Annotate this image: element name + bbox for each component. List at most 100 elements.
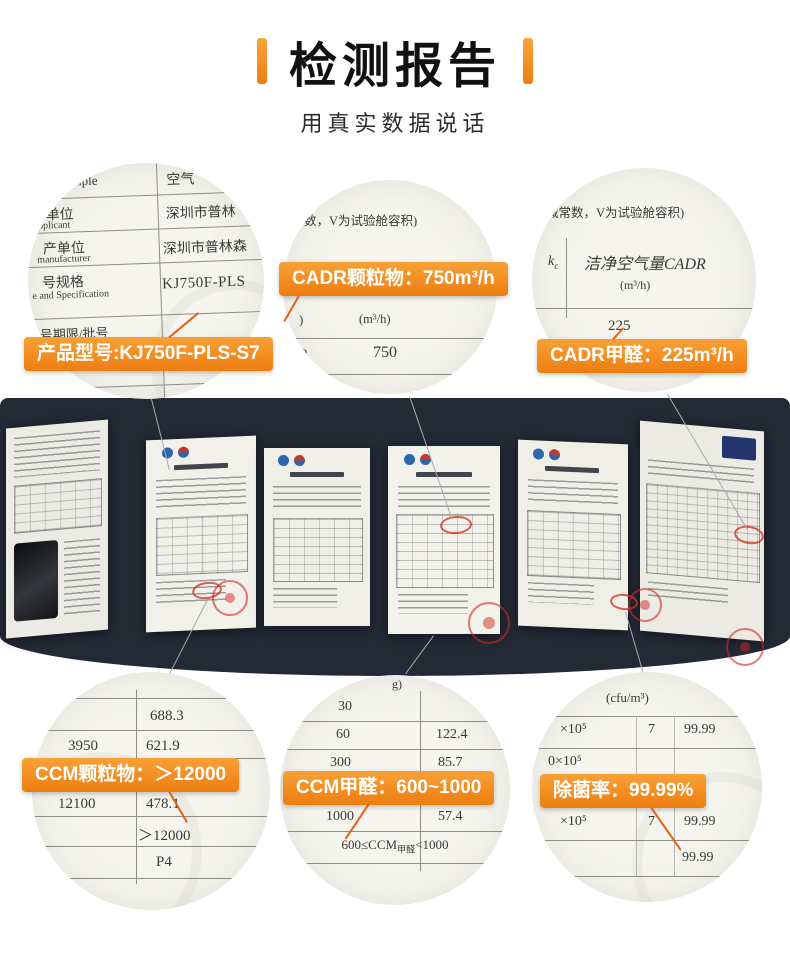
callout-ccm-particle: CCM颗粒物：＞12000 [22,758,240,792]
table-line [32,730,270,731]
report-title-line [174,462,228,471]
watermark-swirl [32,752,202,910]
text-lines [156,476,246,510]
doc-partial-text: ) [299,312,304,327]
steril-cell: 99.99 [684,722,716,737]
doc-field-label: Sample [58,172,98,189]
table-grid [156,513,248,576]
formula-pre: 600≤CCM [341,837,398,852]
report-header-tag [722,435,756,461]
cnas-badge-icon [533,448,544,460]
doc-field-value: 空气 [166,172,195,189]
cadr-formaldehyde-value: 225 [608,318,631,334]
ccm-cell: 621.9 [146,738,180,754]
certification-badges [404,454,431,465]
doc-field-value: 深圳市普林森 [162,239,248,258]
title-accent-bar-right [523,38,533,84]
cnas-badge-icon [404,454,415,465]
doc-unit: (cfu/m³) [606,690,649,705]
table-line [532,308,756,309]
ccm-grade: P4 [156,854,172,870]
kc-sub: c [554,260,559,271]
callout-ccm-formaldehyde: CCM甲醛：600~1000 [283,771,495,805]
text-lines [14,430,100,478]
table-line [532,748,762,749]
ccm-cell: 57.4 [438,809,463,824]
page-subtitle: 用真实数据说话 [300,111,490,136]
steril-cell: ×10⁵ [560,814,587,829]
certification-badges [533,448,560,461]
doc-unit: (m³/h) [359,312,391,326]
table-line [28,190,261,201]
table-line [32,698,270,699]
steril-cell: 0×10⁵ [548,754,582,769]
callout-sterilization: 除菌率：99.99% [540,774,707,808]
ccm-cell: 478.1 [146,796,180,812]
steril-cell: 7 [648,722,655,737]
report-panorama [0,398,790,676]
ccm-formaldehyde-formula: 600≤CCM甲醛<1000 [310,837,480,856]
ccm-cell: 688.3 [150,708,184,724]
callout-cadr-particle: CADR颗粒物：750m³/h [279,262,508,296]
air-purifier-photo [14,539,58,622]
kc-symbol: kc [548,254,558,271]
text-lines [528,582,594,605]
doc-note: 减常数，V为试验舱容积) [283,214,418,228]
table-line [532,840,762,841]
table-line [283,338,497,339]
doc-field-sublabel: pplicant [37,219,71,232]
red-seal-stamp-icon [468,602,510,644]
formula-sub: 甲醛 [397,844,416,855]
doc-note: 减常数，V为试验舱容积) [546,206,685,220]
cadr-particle-value: 750 [373,344,397,361]
report-page-4 [388,446,500,634]
formula-post: <1000 [415,837,449,852]
text-lines [273,588,337,608]
ccm-particle-value: ＞12000 [138,828,191,844]
ccm-cell: 85.7 [438,755,463,770]
text-lines [64,538,100,616]
ccm-cell: 30 [338,699,352,714]
table-line [280,749,510,750]
ccm-cell: 3950 [68,738,98,754]
cma-badge-icon [178,446,189,459]
title-row: 检测报告 [0,26,790,96]
title-accent-bar-left [256,38,267,84]
table-line [566,238,567,318]
table-line [283,374,497,375]
doc-field-value-model: KJ750F-PLS [161,273,246,293]
ccm-cell: 122.4 [436,727,468,742]
steril-cell: ×10⁵ [560,722,587,737]
table-grid [14,478,102,534]
doc-partial-text: g) [392,677,402,691]
cma-badge-icon [294,455,305,466]
table-line [32,878,270,879]
table-grid [273,518,363,582]
sterilization-value: 99.99 [682,850,714,865]
kc-main: k [548,254,555,269]
table-line [32,846,270,847]
steril-cell: 99.99 [684,814,716,829]
cma-badge-icon [549,448,560,461]
red-seal-stamp-icon [726,628,764,666]
doc-unit: (m³/h) [620,278,651,292]
cadr-column-title: 洁净空气量CADR [584,256,706,273]
table-line [280,831,510,832]
text-lines [648,459,754,485]
ccm-cell: 300 [330,755,351,770]
report-page-3 [264,448,370,626]
cnas-badge-icon [278,455,289,466]
ccm-cell: 1000 [326,809,354,824]
text-lines [398,594,468,614]
doc-field-value: 深圳市普林 [165,204,236,223]
steril-cell: 7 [648,814,655,829]
table-grid [527,509,621,581]
table-line [532,716,762,717]
text-lines [273,486,361,510]
report-title-line [416,472,472,477]
callout-product-model: 产品型号:KJ750F-PLS-S7 [24,337,273,371]
page-title: 检测报告 [288,40,501,93]
report-page-1 [6,419,108,639]
report-title-line [545,465,599,474]
